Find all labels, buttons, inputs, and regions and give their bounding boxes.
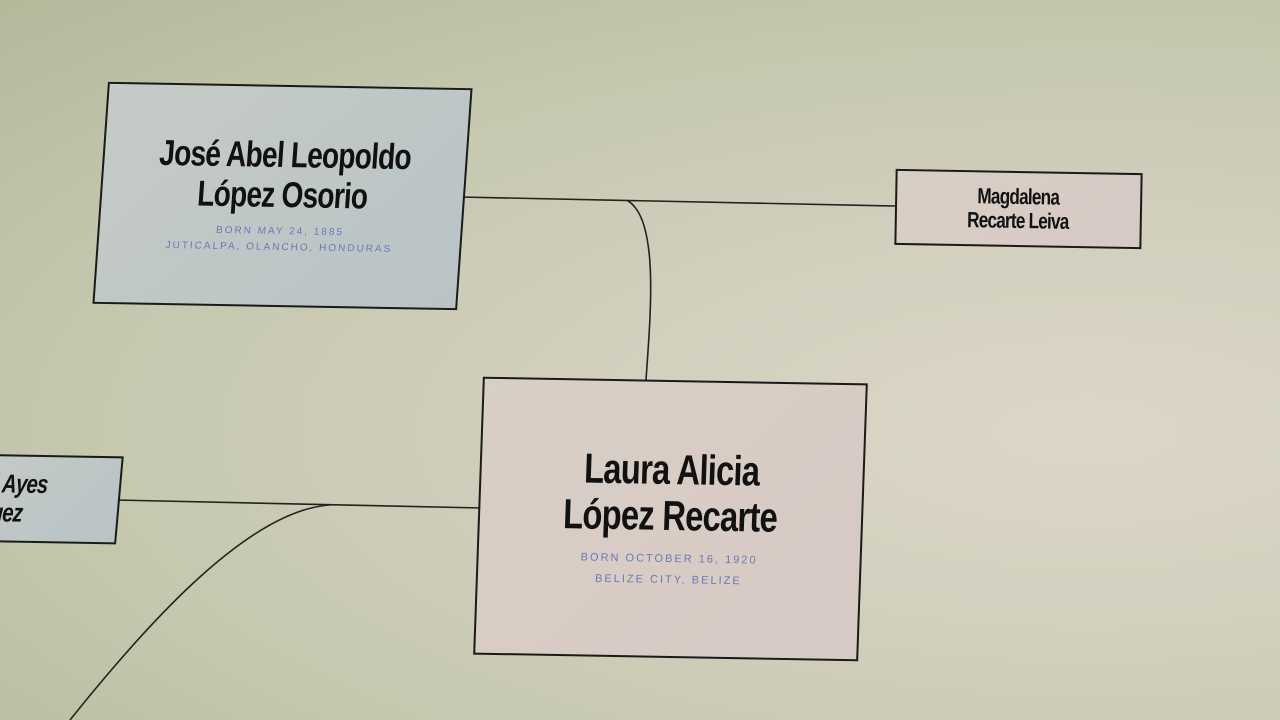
child-line-descendant <box>69 504 331 720</box>
person-card-laura-alicia[interactable]: Laura Alicia López Recarte Born October … <box>473 376 868 662</box>
name-line-1: Laura Alicia <box>583 444 761 495</box>
name-line-2: López Osorio <box>196 172 369 216</box>
person-card-magdalena[interactable]: Magdalena Recarte Leiva <box>894 168 1143 250</box>
person-name: l Ayes uez <box>0 468 49 528</box>
name-line-1: Magdalena <box>977 183 1060 210</box>
person-name: José Abel Leopoldo López Osorio <box>156 131 413 217</box>
person-card-jose-abel[interactable]: José Abel Leopoldo López Osorio Born May… <box>92 81 473 311</box>
name-line-2: uez <box>0 497 24 528</box>
person-name: Laura Alicia López Recarte <box>562 444 780 541</box>
child-line-laura <box>627 200 652 381</box>
person-name: Magdalena Recarte Leiva <box>967 183 1070 234</box>
birth-place: Belize City, Belize <box>594 572 742 588</box>
name-line-2: Recarte Leiva <box>967 207 1070 234</box>
marriage-line-bottom <box>114 499 483 509</box>
name-line-1: l Ayes <box>0 468 49 500</box>
birth-place: Juticalpa, Olancho, Honduras <box>165 240 393 256</box>
marriage-line-top <box>459 196 896 207</box>
person-card-partial-left[interactable]: l Ayes uez <box>0 453 124 545</box>
name-line-2: López Recarte <box>562 490 779 541</box>
name-line-1: José Abel Leopoldo <box>158 131 413 178</box>
